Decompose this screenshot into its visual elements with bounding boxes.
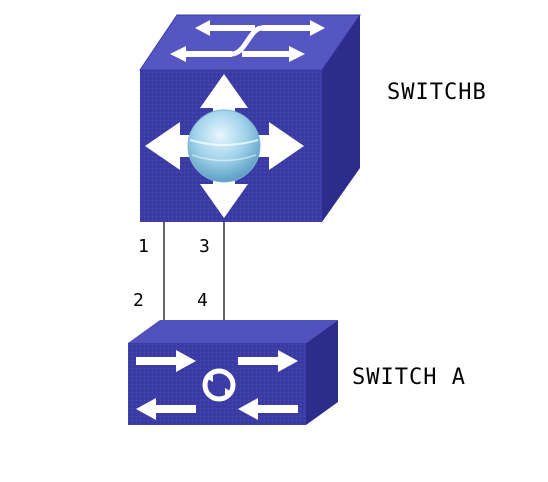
link-cables <box>164 222 224 322</box>
switch-a-top-face <box>128 320 338 343</box>
port-label-1: 1 <box>138 236 149 257</box>
switch-b-top-face <box>140 15 360 70</box>
switch-b-globe-icon <box>188 110 260 182</box>
switch-a-label: SWITCH A <box>352 365 466 390</box>
port-label-3: 3 <box>199 236 210 257</box>
switch-b-device <box>140 15 360 222</box>
switch-a-device <box>128 320 338 425</box>
port-label-2: 2 <box>133 290 144 311</box>
port-label-4: 4 <box>197 290 208 311</box>
switch-b-label: SWITCHB <box>387 80 487 105</box>
